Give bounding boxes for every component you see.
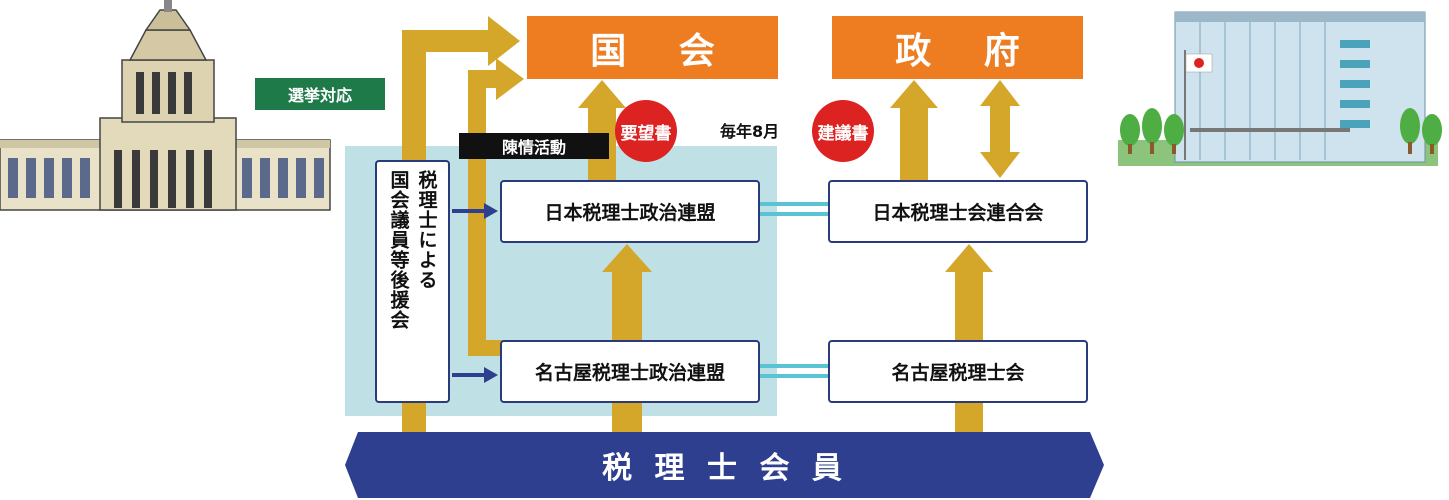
government-office-building-icon: [1118, 11, 1442, 166]
support-box-line2: 国会議員等後援会: [387, 170, 410, 330]
diet-box: 国 会: [527, 16, 778, 79]
government-box: 政 府: [832, 16, 1083, 79]
petition-tag: 陳情活動: [459, 133, 609, 159]
election-tag: 選挙対応: [255, 78, 385, 110]
annual-label: 毎年8月: [720, 122, 780, 141]
japan-league-node: 日本税理士政治連盟: [500, 180, 760, 243]
navy-arrows: [452, 203, 498, 383]
japan-federation-node: 日本税理士会連合会: [828, 180, 1088, 243]
support-box-line1: 税理士による: [415, 170, 438, 290]
nagoya-league-node: 名古屋税理士政治連盟: [500, 340, 760, 403]
members-label: 税 理 士 会 員: [602, 451, 848, 486]
request-doc-badge: 要望書: [615, 100, 677, 162]
link-lines: [760, 202, 830, 378]
members-bar: [345, 432, 1104, 498]
proposal-doc-badge: 建議書: [812, 100, 874, 162]
national-diet-building-icon: [0, 0, 331, 211]
nagoya-association-node: 名古屋税理士会: [828, 340, 1088, 403]
support-association-box: 税理士による 国会議員等後援会: [375, 160, 450, 403]
